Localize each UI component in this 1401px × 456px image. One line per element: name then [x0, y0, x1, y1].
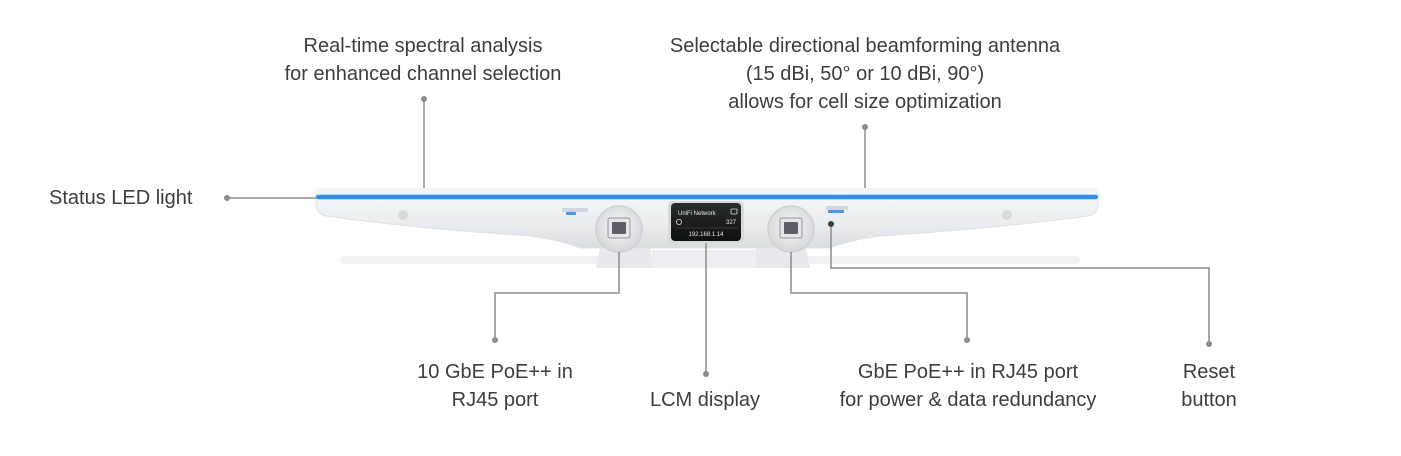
screw-hole-left: [398, 210, 408, 220]
callout-port-10gbe-line2: RJ45 port: [451, 389, 539, 411]
leader-dot-status-led: [224, 195, 230, 201]
leader-lines: [227, 99, 1210, 374]
lcm-screen-ip: 192.168.1.14: [688, 232, 724, 238]
leader-dot-lcm: [703, 371, 709, 377]
leader-dot-antenna: [862, 124, 868, 130]
callout-lcm-display: LCM display: [650, 386, 760, 414]
callout-port-gbe-line1: GbE PoE++ in RJ45 port: [857, 361, 1079, 383]
callout-antenna-line3: allows for cell size optimization: [728, 91, 1002, 113]
callout-reset-button: Reset button: [1181, 358, 1237, 414]
callout-status-led: Status LED light: [49, 184, 192, 212]
status-led-strip: [316, 195, 1098, 199]
callout-antenna-line1: Selectable directional beamforming anten…: [669, 35, 1061, 57]
callout-antenna: Selectable directional beamforming anten…: [670, 32, 1060, 116]
callout-port-10gbe-line1: 10 GbE PoE++ in: [417, 361, 573, 383]
body-mark-left: [562, 208, 588, 212]
rj45-port-gbe: [767, 205, 815, 253]
lcm-screen-value: 327: [726, 220, 737, 226]
device-foot-right: [752, 248, 810, 268]
body-mark-right: [826, 206, 848, 210]
device-foot-left: [596, 248, 654, 268]
status-led-glow: [316, 194, 1098, 200]
callout-spectral-line2: for enhanced channel selection: [284, 63, 562, 85]
reset-button-hole: [828, 221, 834, 227]
leader-reset: [830, 227, 1210, 344]
lcm-screen-icon: [730, 208, 738, 215]
callout-port-gbe-line2: for power & data redundancy: [839, 389, 1097, 411]
screw-hole-right: [1002, 210, 1012, 220]
leader-dot-port-10gbe: [492, 337, 498, 343]
rj45-port-10gbe: [595, 205, 643, 253]
callout-lcm-line1: LCM display: [649, 389, 761, 411]
callout-spectral-analysis: Real-time spectral analysis for enhanced…: [285, 32, 562, 88]
device-center-stand: [652, 250, 756, 268]
callout-reset-line2: button: [1181, 389, 1237, 411]
leader-port-10gbe: [494, 252, 620, 340]
callout-reset-line1: Reset: [1182, 361, 1236, 383]
leader-dot-port-gbe: [964, 337, 970, 343]
callout-antenna-line2: (15 dBi, 50° or 10 dBi, 90°): [745, 63, 985, 85]
leader-port-gbe: [790, 252, 968, 340]
lcm-display: UniFi Network 327 192.168.1.14: [668, 201, 744, 243]
body-mark-right-blue: [828, 210, 844, 213]
lcm-screen-globe-icon: [676, 218, 683, 225]
leader-dot-reset: [1206, 341, 1212, 347]
callout-spectral-line1: Real-time spectral analysis: [303, 35, 543, 57]
leader-dot-spectral: [421, 96, 427, 102]
leader-dots: [224, 96, 1212, 377]
callout-port-10gbe: 10 GbE PoE++ in RJ45 port: [417, 358, 573, 414]
device-top-cap: [316, 188, 1098, 194]
body-mark-left-blue: [566, 212, 576, 215]
lcm-screen-title: UniFi Network: [678, 211, 717, 217]
callout-status-led-line1: Status LED light: [49, 187, 193, 209]
callout-port-gbe: GbE PoE++ in RJ45 port for power & data …: [840, 358, 1097, 414]
